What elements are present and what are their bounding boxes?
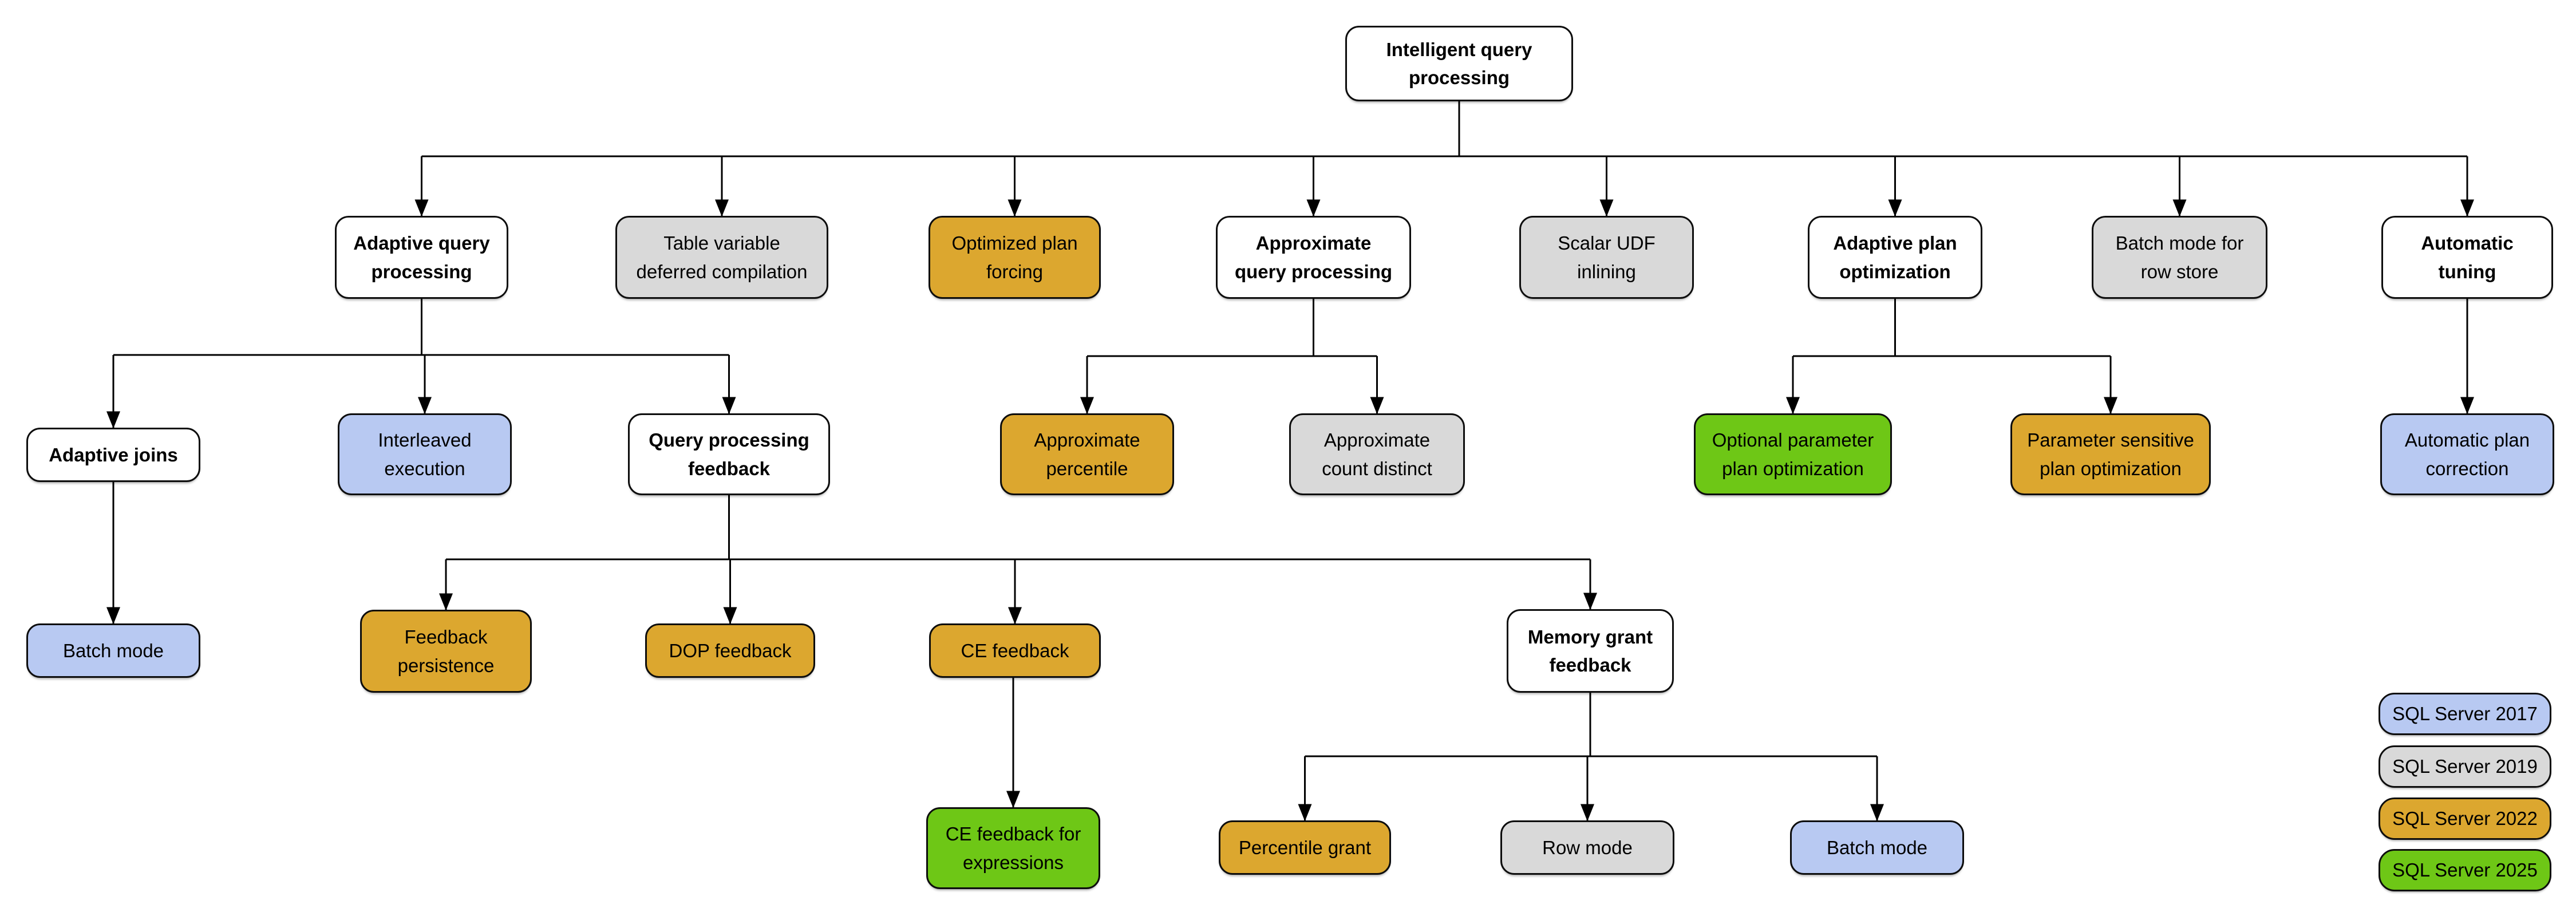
- node-rm: Row mode: [1500, 820, 1674, 875]
- node-bmrs: Batch mode for row store: [2092, 216, 2267, 299]
- legend-item-sql-server-2017: SQL Server 2017: [2379, 693, 2551, 735]
- node-pspo: Parameter sensitive plan optimization: [2010, 413, 2211, 495]
- legend-item-sql-server-2022: SQL Server 2022: [2379, 797, 2551, 840]
- node-appqp: Approximate query processing: [1216, 216, 1411, 299]
- node-bm1: Batch mode: [26, 623, 200, 678]
- node-dop: DOP feedback: [645, 623, 815, 678]
- node-sudf: Scalar UDF inlining: [1519, 216, 1694, 299]
- node-aj: Adaptive joins: [26, 428, 200, 482]
- node-ie: Interleaved execution: [338, 413, 512, 495]
- node-aqp: Adaptive query processing: [335, 216, 508, 299]
- node-iqp: Intelligent query processing: [1345, 26, 1573, 101]
- node-mgf: Memory grant feedback: [1507, 609, 1674, 693]
- node-acd: Approximate count distinct: [1289, 413, 1465, 495]
- node-oppo: Optional parameter plan optimization: [1694, 413, 1892, 495]
- node-bm2: Batch mode: [1790, 820, 1964, 875]
- node-cefe: CE feedback for expressions: [926, 807, 1100, 889]
- legend-item-sql-server-2025: SQL Server 2025: [2379, 849, 2551, 891]
- node-pg: Percentile grant: [1219, 820, 1391, 875]
- node-tvdc: Table variable deferred compilation: [615, 216, 828, 299]
- node-at: Automatic tuning: [2381, 216, 2553, 299]
- node-cef: CE feedback: [929, 623, 1101, 678]
- node-ap: Approximate percentile: [1000, 413, 1174, 495]
- node-apo: Adaptive plan optimization: [1808, 216, 1982, 299]
- node-opf: Optimized plan forcing: [929, 216, 1101, 299]
- legend-item-sql-server-2019: SQL Server 2019: [2379, 745, 2551, 788]
- node-apc: Automatic plan correction: [2380, 413, 2554, 495]
- node-fp: Feedback persistence: [360, 610, 532, 693]
- node-qpf: Query processing feedback: [628, 413, 830, 495]
